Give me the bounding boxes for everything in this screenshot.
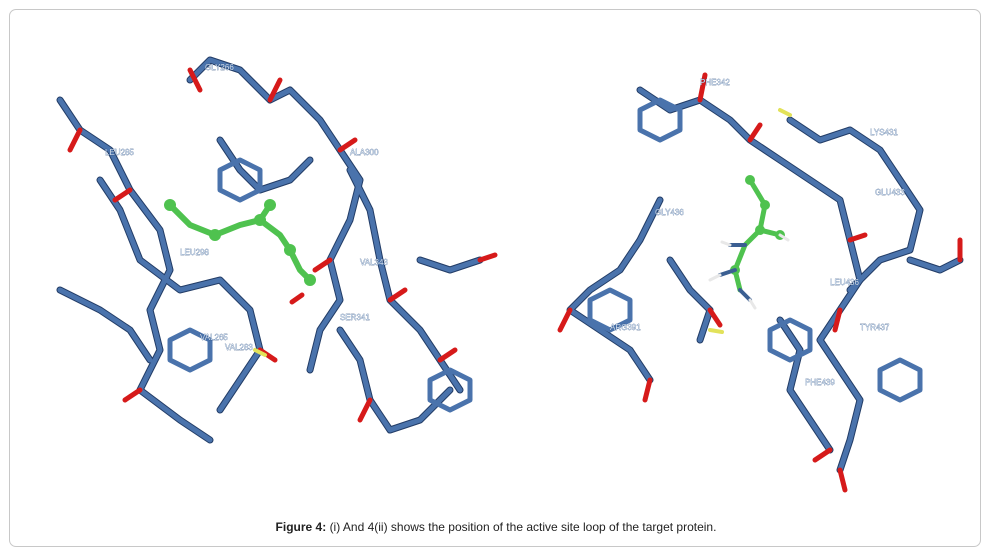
molecule-structure-left: LEU285 VAL343 SER341 LEU298 VAL265 VAL28… <box>56 56 498 444</box>
figure-panel-i: LEU285 VAL343 SER341 LEU298 VAL265 VAL28… <box>40 30 500 500</box>
residue-label: LYS431 <box>870 128 898 137</box>
residue-label: PHE342 <box>700 78 730 87</box>
figure-caption-label: Figure 4: <box>275 520 327 534</box>
residue-label: ARG391 <box>610 323 641 332</box>
molecule-structure-right: PHE342 LYS431 GLU433 PHE439 TYR437 LEU43… <box>557 72 964 493</box>
residue-label: VAL265 <box>200 333 228 342</box>
residue-label: VAL343 <box>360 258 388 267</box>
residue-label: GLY436 <box>655 208 684 217</box>
residue-label: SER341 <box>340 313 370 322</box>
residue-label: LEU285 <box>105 148 134 157</box>
figure-caption: Figure 4: (i) And 4(ii) shows the positi… <box>0 520 992 534</box>
figure-panel-ii: PHE342 LYS431 GLU433 PHE439 TYR437 LEU43… <box>550 30 970 500</box>
residue-label: LEU436 <box>830 278 859 287</box>
figure-caption-text: (i) And 4(ii) shows the position of the … <box>329 520 717 534</box>
residue-label: GLY266 <box>205 63 234 72</box>
residue-label: GLU433 <box>875 188 905 197</box>
residue-label: VAL283 <box>225 343 253 352</box>
residue-label: TYR437 <box>860 323 890 332</box>
residue-label: ALA300 <box>350 148 379 157</box>
residue-label: LEU298 <box>180 248 209 257</box>
residue-label: PHE439 <box>805 378 835 387</box>
